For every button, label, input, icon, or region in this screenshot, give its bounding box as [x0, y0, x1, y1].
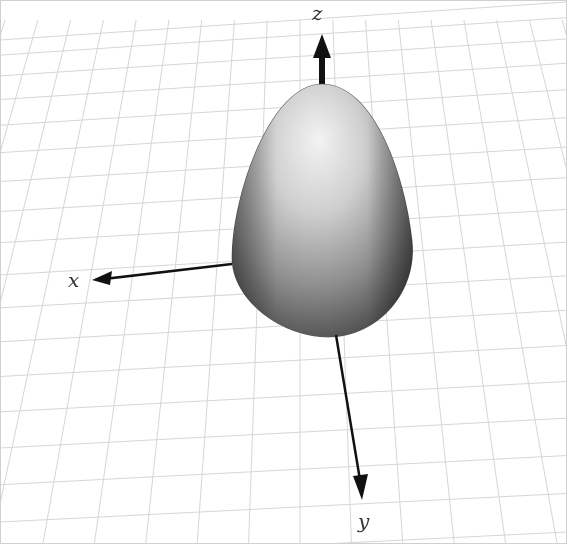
- grid-line: [397, 19, 455, 544]
- grid-line: [196, 19, 235, 544]
- grid-line: [0, 345, 567, 377]
- grid-line: [463, 19, 558, 544]
- y-axis: y: [334, 334, 370, 533]
- grid-line: [42, 19, 137, 544]
- grid-line: [0, 62, 567, 100]
- grid-line: [313, 531, 567, 544]
- z-axis-arrowhead: [313, 34, 331, 58]
- grid-line: [496, 19, 567, 352]
- grid-line: [430, 19, 507, 544]
- grid-line: [561, 19, 567, 39]
- grid-line: [0, 19, 39, 155]
- grid-line: [145, 19, 203, 544]
- grid-line: [0, 19, 104, 507]
- x-axis: x: [68, 262, 233, 292]
- grid-line: [528, 19, 567, 174]
- grid-line: [0, 19, 6, 38]
- z-axis-label: z: [311, 1, 323, 25]
- y-axis-arrowhead: [353, 474, 368, 500]
- grid-line: [0, 381, 567, 413]
- grid-line: [0, 17, 567, 56]
- grid-line: [0, 38, 567, 77]
- grid-line: [0, 492, 567, 523]
- grid-line: [0, 1, 567, 41]
- x-axis-label: x: [68, 268, 79, 292]
- x-axis-arrowhead: [92, 271, 112, 285]
- z-axis: z: [311, 1, 331, 90]
- grid-line: [0, 455, 567, 486]
- grid-line: [0, 417, 567, 449]
- grid-line: [93, 19, 170, 544]
- paraboloid-surface: [231, 83, 413, 338]
- grid-line: [0, 19, 72, 306]
- y-axis-label: y: [357, 509, 370, 533]
